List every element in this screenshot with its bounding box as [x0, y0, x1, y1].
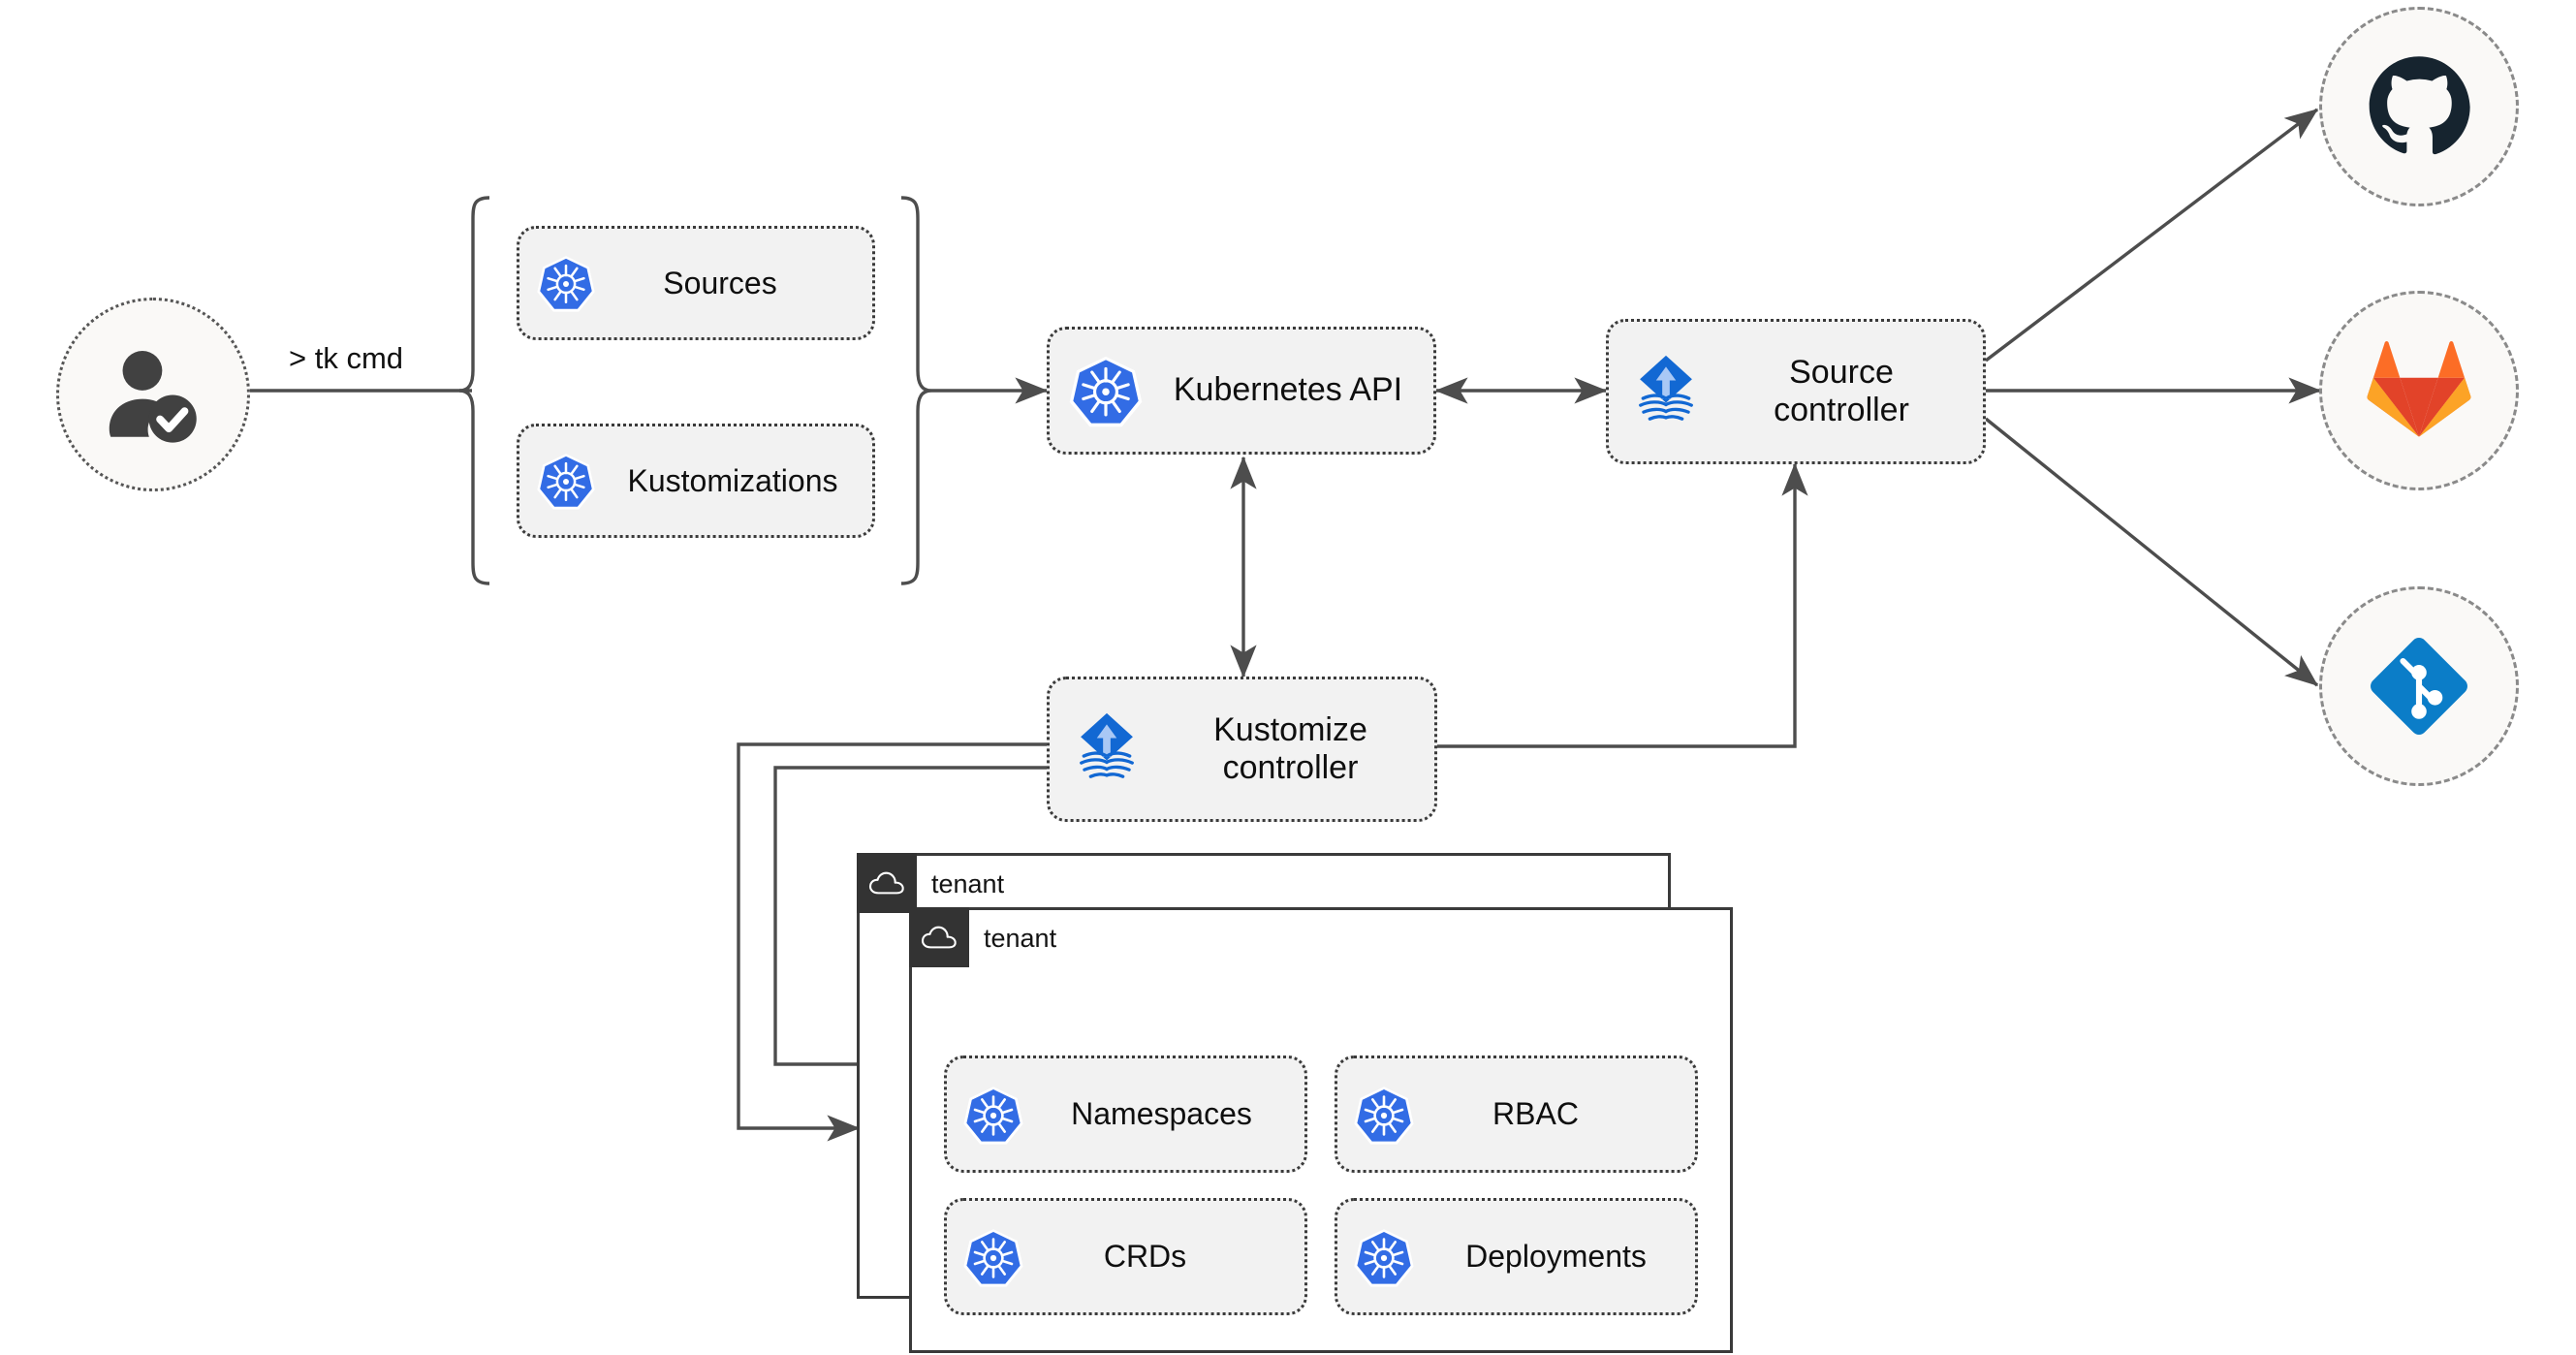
gitlab-icon [2367, 341, 2471, 437]
edge-source-controller-to-git [1984, 417, 2319, 687]
tenant-name: tenant [984, 924, 1057, 953]
right-brace [900, 196, 932, 585]
chip-label: CRDs [1103, 1239, 1187, 1275]
node-label-line2: controller [1222, 749, 1359, 786]
chip-deployments[interactable]: Deployments [1335, 1198, 1698, 1315]
kubernetes-icon [519, 253, 613, 313]
git-repo-icon [2371, 638, 2467, 735]
user-check-icon [109, 351, 197, 443]
tenant-card-front[interactable]: tenant [909, 907, 1733, 1353]
tenant-name: tenant [931, 869, 1005, 898]
chip-label: RBAC [1492, 1096, 1579, 1132]
kubernetes-icon [1337, 1084, 1430, 1146]
chip-crds[interactable]: CRDs [944, 1198, 1307, 1315]
node-kubernetes-api[interactable]: Kubernetes API [1047, 327, 1436, 455]
kubernetes-icon [947, 1226, 1040, 1288]
node-label: Kubernetes API [1173, 371, 1403, 409]
node-label-line1: Source [1789, 353, 1894, 391]
kubernetes-icon [1050, 353, 1162, 428]
github-icon [2369, 56, 2470, 155]
chip-namespaces[interactable]: Namespaces [944, 1056, 1307, 1173]
command-label: > tk cmd [289, 341, 404, 375]
provider-gitlab[interactable] [2319, 291, 2519, 490]
provider-github[interactable] [2319, 7, 2519, 206]
chip-label: Kustomizations [627, 462, 838, 498]
node-label-line2: controller [1774, 392, 1909, 428]
node-label-line1: Kustomize [1213, 710, 1367, 748]
edge-kustomize-controller-to-source-controller [1437, 462, 1808, 748]
chip-kustomizations[interactable]: Kustomizations [517, 424, 875, 538]
edge-source-controller-to-github [1984, 108, 2319, 362]
actor-avatar[interactable] [56, 298, 250, 491]
chip-sources[interactable]: Sources [517, 226, 875, 340]
kubernetes-icon [1337, 1226, 1430, 1288]
tenant-resource-grid: Namespaces [944, 1056, 1698, 1315]
node-label: Source controller [1723, 354, 1983, 429]
node-kustomize-controller[interactable]: Kustomize controller [1047, 677, 1437, 822]
chip-label: Deployments [1465, 1239, 1647, 1275]
flux-icon [1050, 709, 1164, 789]
chip-label: Sources [663, 265, 777, 300]
cloud-icon [909, 907, 969, 967]
node-label: Kustomize controller [1164, 711, 1434, 787]
chip-label: Namespaces [1071, 1096, 1252, 1132]
node-source-controller[interactable]: Source controller [1606, 319, 1986, 464]
provider-git[interactable] [2319, 586, 2519, 786]
flux-icon [1609, 352, 1723, 431]
left-brace [458, 196, 490, 585]
kubernetes-icon [519, 451, 613, 511]
cloud-icon [857, 853, 917, 913]
kubernetes-icon [947, 1084, 1040, 1146]
chip-rbac[interactable]: RBAC [1335, 1056, 1698, 1173]
